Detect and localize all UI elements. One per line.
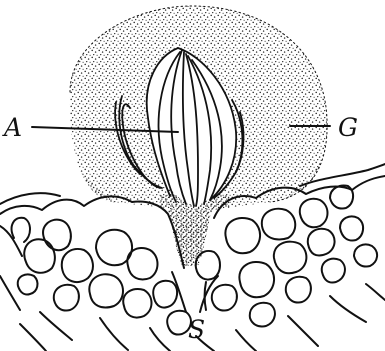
label-s: S [188,315,205,344]
label-a: A [2,113,22,142]
label-g: G [338,113,358,142]
